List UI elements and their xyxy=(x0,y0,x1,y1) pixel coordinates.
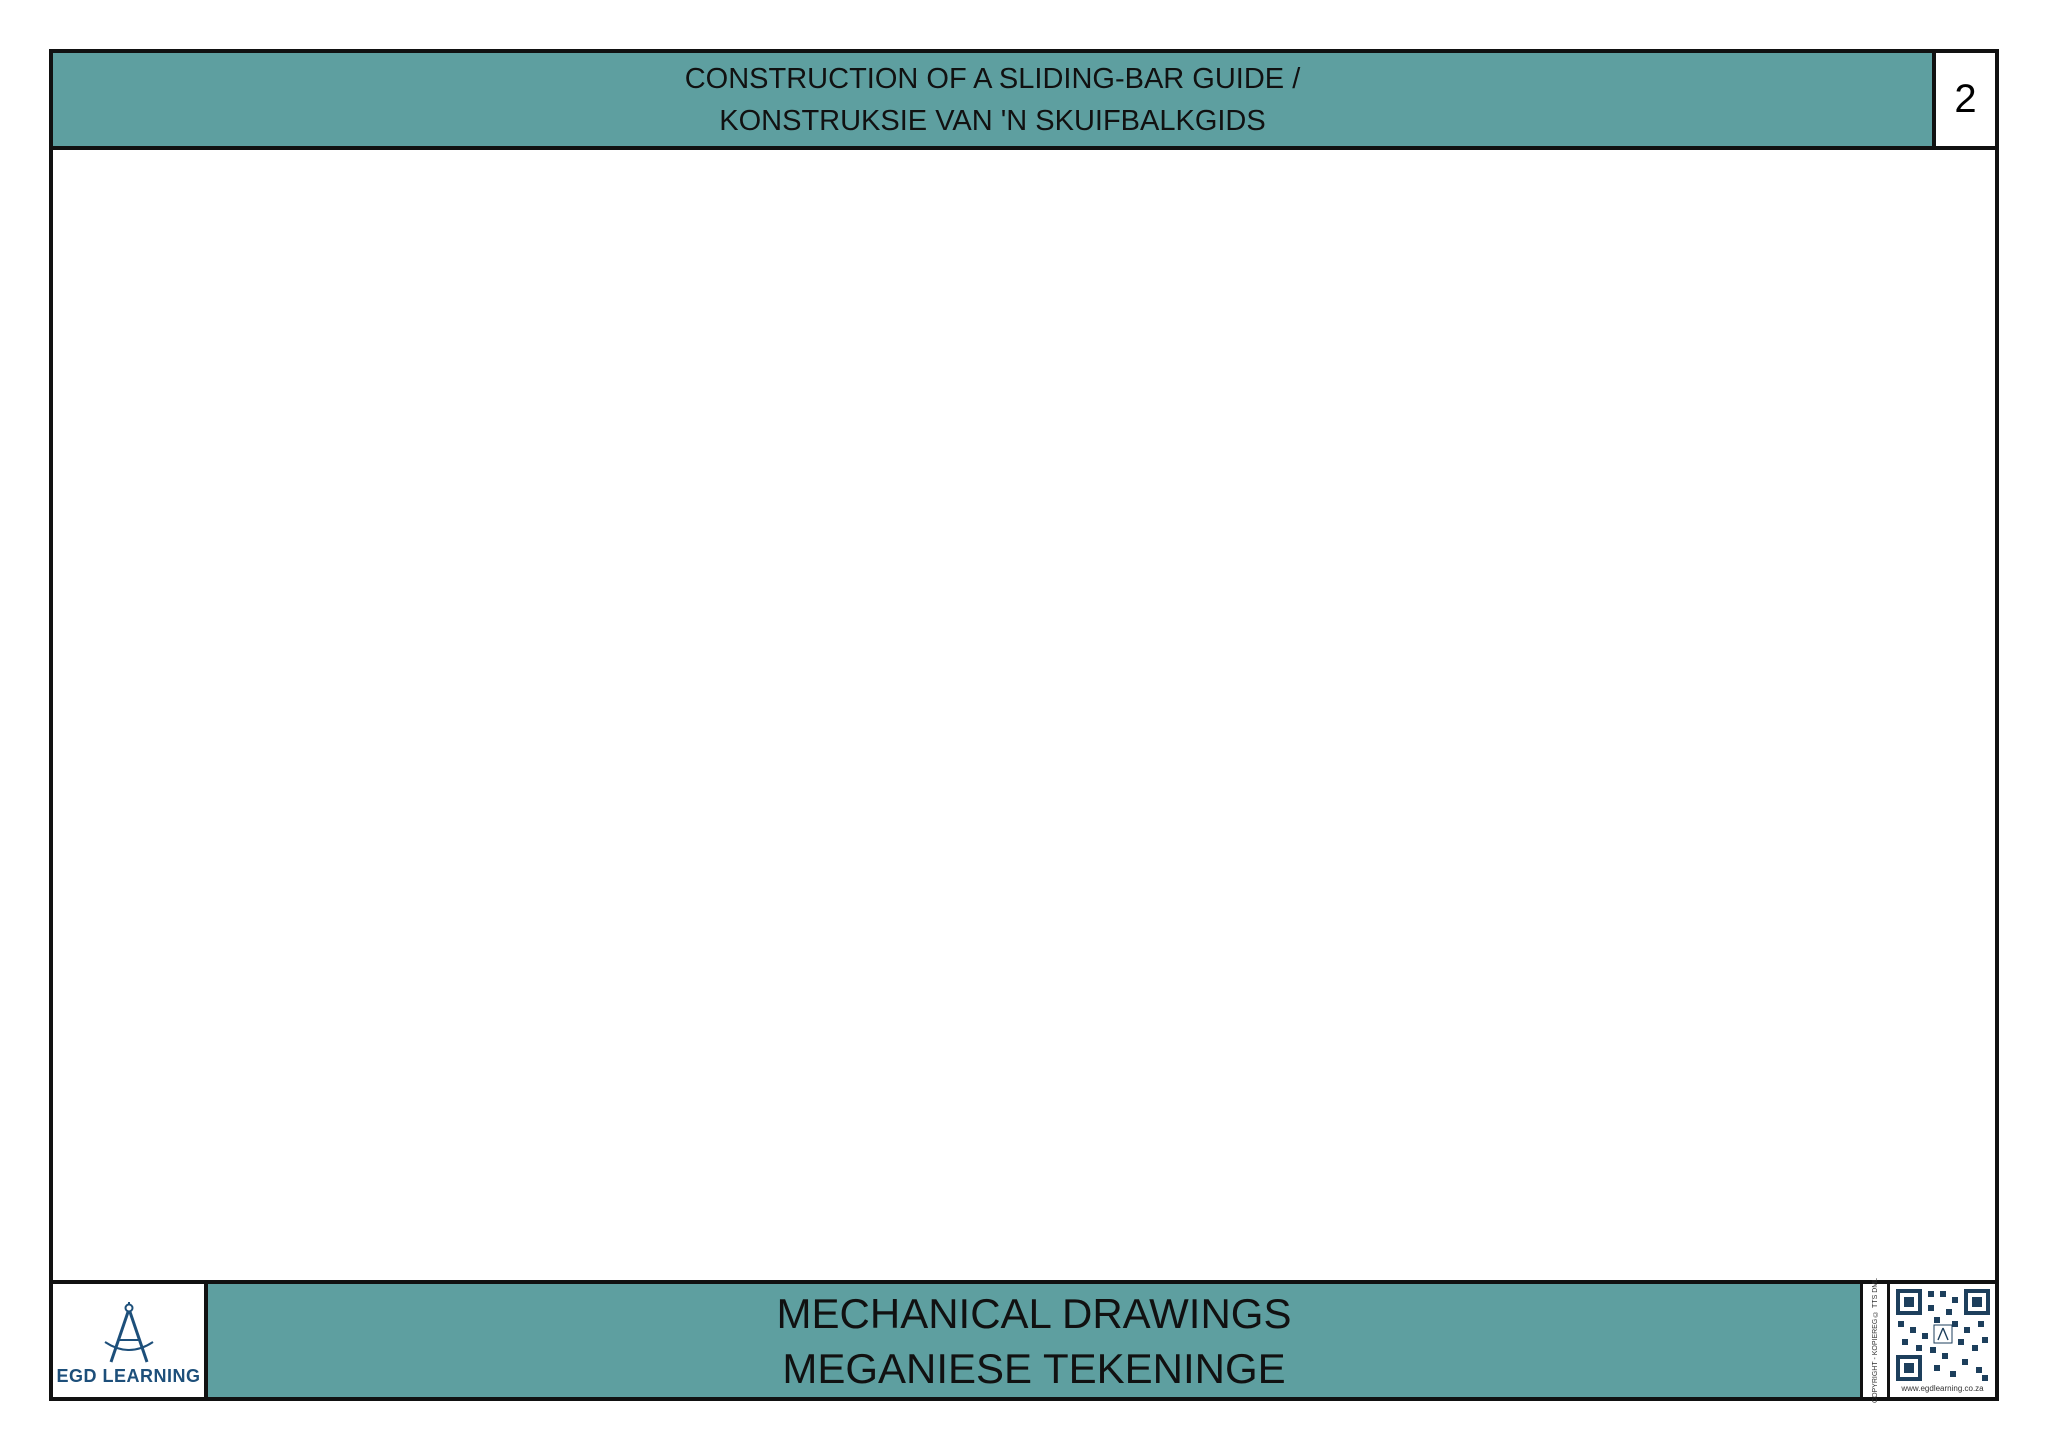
logo: EGD LEARNING xyxy=(53,1284,208,1397)
compass-icon xyxy=(103,1302,154,1363)
header-title-bar: CONSTRUCTION OF A SLIDING-BAR GUIDE / KO… xyxy=(53,53,1932,150)
copyright-text: COPYRIGHT - KOPIEREG © TTS DML xyxy=(1871,1278,1879,1403)
copyright-box: COPYRIGHT - KOPIEREG © TTS DML xyxy=(1860,1278,1890,1403)
drawing-sheet: CONSTRUCTION OF A SLIDING-BAR GUIDE / KO… xyxy=(49,49,1999,1403)
footer-title: MECHANICAL DRAWINGS MEGANIESE TEKENINGE xyxy=(208,1284,1860,1397)
footer-title-line2: MEGANIESE TEKENINGE xyxy=(782,1344,1286,1392)
page-number: 2 xyxy=(1932,53,1995,150)
header-title-line2: KONSTRUKSIE VAN 'N SKUIFBALKGIDS xyxy=(719,104,1266,137)
logo-text: EGD LEARNING xyxy=(56,1366,201,1386)
header-title-line1: CONSTRUCTION OF A SLIDING-BAR GUIDE / xyxy=(684,62,1301,95)
qr-code-box[interactable]: www.egdlearning.co.za xyxy=(1890,1284,1995,1397)
website-url[interactable]: www.egdlearning.co.za xyxy=(1901,1384,1984,1393)
footer: EGD LEARNING MECHANICAL DRAWINGS MEGANIE… xyxy=(53,1278,1995,1403)
qr-code-icon[interactable] xyxy=(1893,1287,1992,1383)
footer-title-line1: MECHANICAL DRAWINGS xyxy=(776,1289,1292,1337)
